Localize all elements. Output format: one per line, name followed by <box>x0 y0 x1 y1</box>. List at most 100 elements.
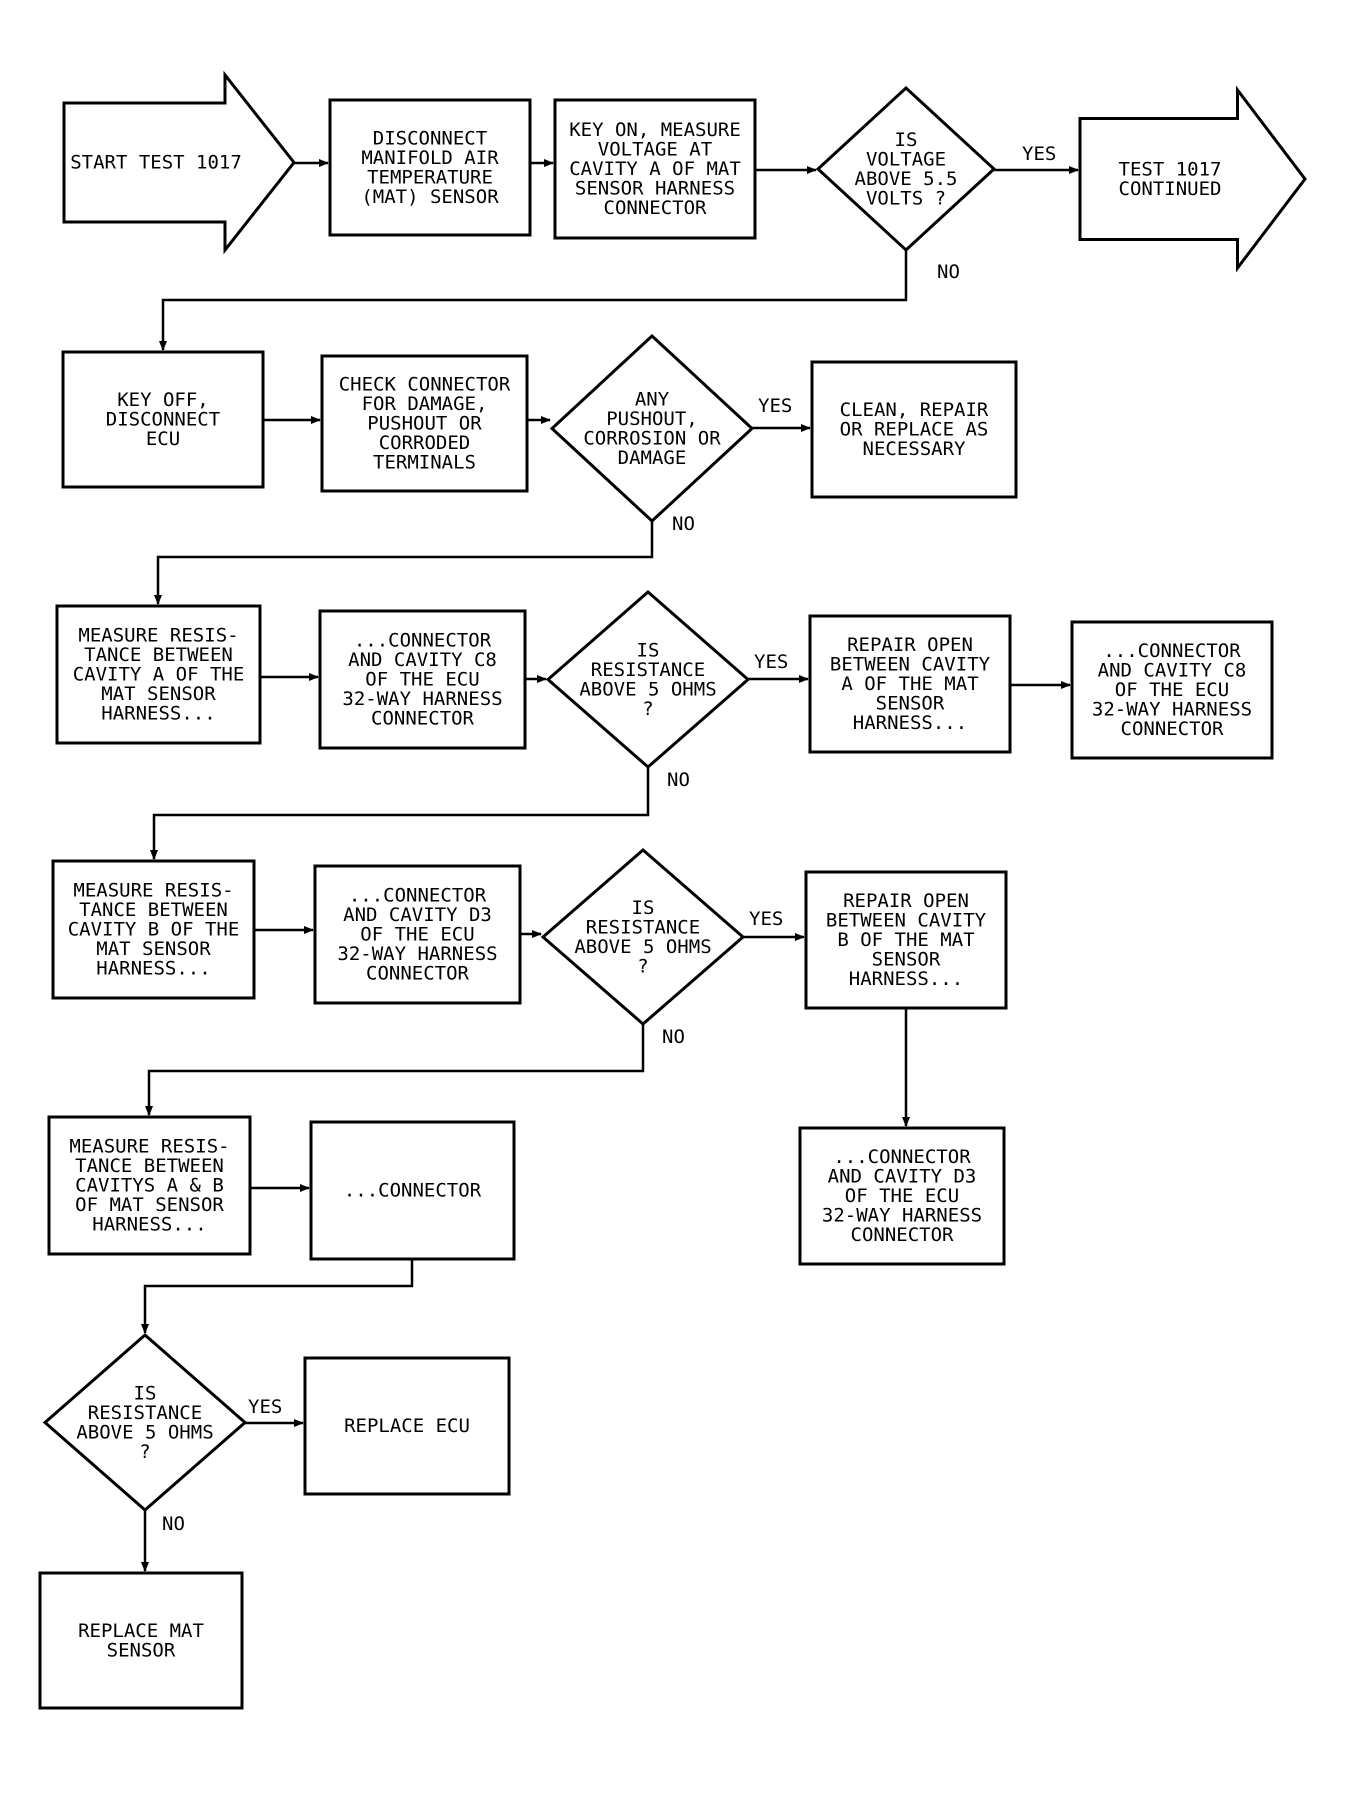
repair-b-box <box>804 870 1008 1010</box>
continued-text-line: CONTINUED <box>1119 178 1222 200</box>
connector-arrow <box>159 250 908 351</box>
pushout-q-text-line: PUSHOUT, <box>606 408 698 430</box>
edge-label-no: NO <box>162 1513 185 1535</box>
repair-b-cont-text-line: ...CONNECTOR <box>833 1146 971 1168</box>
measure-ab-text-line: MEASURE RESIS- <box>69 1136 229 1158</box>
replace-ecu-text-line: REPLACE ECU <box>344 1415 470 1437</box>
measure-b-text-line: CAVITY B OF THE <box>68 919 240 941</box>
edge-label-no: NO <box>937 261 960 283</box>
edge-label-no: NO <box>667 769 690 791</box>
resist-q3-text-line: RESISTANCE <box>88 1402 202 1424</box>
voltage-q-text-line: VOLTS ? <box>866 187 946 209</box>
disconnect-mat-text-line: TEMPERATURE <box>367 166 493 188</box>
connector-d3-text-line: ...CONNECTOR <box>349 885 487 907</box>
edge-label-yes: YES <box>758 395 792 417</box>
connector-arrow <box>141 1259 414 1334</box>
repair-b-text-line: B OF THE MAT <box>837 929 974 951</box>
resist-q1-text-line: RESISTANCE <box>591 659 705 681</box>
resist-q3-text-line: ? <box>139 1441 150 1463</box>
replace-mat-box <box>38 1571 244 1710</box>
key-on-text-line: SENSOR HARNESS <box>575 178 735 200</box>
repair-b-text-line: HARNESS... <box>849 968 963 990</box>
resist-q1-text-line: IS <box>637 639 660 661</box>
connector-d3-text-line: AND CAVITY D3 <box>343 904 492 926</box>
check-connector-text-line: FOR DAMAGE, <box>362 393 488 415</box>
key-on-text-line: CAVITY A OF MAT <box>569 158 741 180</box>
connector-c8-text-line: AND CAVITY C8 <box>348 649 497 671</box>
disconnect-mat-text-line: DISCONNECT <box>373 127 487 149</box>
continued-text-line: TEST 1017 <box>1119 158 1222 180</box>
repair-a-cont-text-line: 32-WAY HARNESS <box>1092 699 1252 721</box>
key-off-text-line: DISCONNECT <box>106 409 220 431</box>
connector-c8-text-line: CONNECTOR <box>371 708 475 730</box>
voltage-q-text-line: IS <box>895 129 918 151</box>
edge-label-no: NO <box>662 1026 685 1048</box>
key-off-text-line: ECU <box>146 428 180 450</box>
continued-arrow-shape <box>1078 85 1307 273</box>
replace-mat-text-line: SENSOR <box>107 1639 176 1661</box>
voltage-q-text-line: VOLTAGE <box>866 148 946 170</box>
connector-d3-text-line: 32-WAY HARNESS <box>337 943 497 965</box>
start-text-line: START TEST 1017 <box>70 152 242 174</box>
measure-b-text-line: MEASURE RESIS- <box>73 880 233 902</box>
connector-plain-text-line: ...CONNECTOR <box>344 1180 482 1202</box>
edge-label-yes: YES <box>754 651 788 673</box>
pushout-q-text-line: ANY <box>635 388 670 410</box>
repair-a-cont-text-line: ...CONNECTOR <box>1103 640 1241 662</box>
measure-a-text-line: TANCE BETWEEN <box>84 644 233 666</box>
key-on-text-line: CONNECTOR <box>604 197 708 219</box>
disconnect-mat-text-line: (MAT) SENSOR <box>361 186 499 208</box>
resist-q3-text-line: ABOVE 5 OHMS <box>76 1421 213 1443</box>
repair-a-cont-box <box>1070 620 1274 760</box>
clean-repair-box <box>810 360 1018 499</box>
pushout-q-text-line: DAMAGE <box>618 447 687 469</box>
key-on-text-line: KEY ON, MEASURE <box>569 119 741 141</box>
check-connector-text-line: CHECK CONNECTOR <box>339 374 511 396</box>
measure-ab-box <box>47 1115 252 1256</box>
check-connector-text-line: CORRODED <box>379 432 471 454</box>
repair-b-text-line: SENSOR <box>872 949 941 971</box>
edge-label-no: NO <box>672 513 695 535</box>
measure-b-text-line: TANCE BETWEEN <box>79 899 228 921</box>
repair-a-text-line: BETWEEN CAVITY <box>830 654 991 676</box>
replace-ecu-box <box>303 1356 511 1496</box>
repair-a-text-line: SENSOR <box>876 693 945 715</box>
resist-q2-text-line: RESISTANCE <box>586 916 700 938</box>
measure-a-text-line: MAT SENSOR <box>101 683 216 705</box>
measure-ab-text-line: OF MAT SENSOR <box>75 1194 224 1216</box>
measure-b-box <box>51 859 256 1000</box>
resist-q2-text-line: ? <box>637 955 648 977</box>
replace-mat-text-line: REPLACE MAT <box>78 1620 204 1642</box>
measure-a-text-line: HARNESS... <box>101 703 215 725</box>
connector-c8-text-line: ...CONNECTOR <box>354 630 492 652</box>
repair-a-text-line: HARNESS... <box>853 712 967 734</box>
repair-b-text-line: BETWEEN CAVITY <box>826 910 987 932</box>
disconnect-mat-text-line: MANIFOLD AIR <box>361 147 499 169</box>
repair-a-cont-text-line: CONNECTOR <box>1121 718 1225 740</box>
repair-a-text-line: A OF THE MAT <box>841 673 978 695</box>
connector-arrow <box>154 521 654 605</box>
resist-q1-text-line: ABOVE 5 OHMS <box>579 678 716 700</box>
repair-a-text-line: REPAIR OPEN <box>847 634 973 656</box>
connector-c8-box <box>318 609 527 750</box>
measure-a-text-line: CAVITY A OF THE <box>73 664 245 686</box>
connector-arrow <box>150 767 650 860</box>
connector-d3-text-line: OF THE ECU <box>360 924 474 946</box>
resist-q1-text-line: ? <box>642 698 653 720</box>
clean-repair-text-line: OR REPLACE AS <box>840 419 989 441</box>
voltage-q-text-line: ABOVE 5.5 <box>855 168 958 190</box>
measure-ab-text-line: HARNESS... <box>92 1214 206 1236</box>
edge-label-yes: YES <box>1022 143 1056 165</box>
measure-b-text-line: HARNESS... <box>96 958 210 980</box>
repair-b-cont-box <box>798 1126 1006 1266</box>
repair-b-cont-text-line: CONNECTOR <box>851 1224 955 1246</box>
pushout-q-text-line: CORROSION OR <box>583 427 721 449</box>
connector-arrow <box>145 1024 645 1116</box>
resist-q3-text-line: IS <box>134 1382 157 1404</box>
key-on-text-line: VOLTAGE AT <box>598 139 712 161</box>
repair-a-cont-text-line: OF THE ECU <box>1115 679 1229 701</box>
repair-a-cont-text-line: AND CAVITY C8 <box>1098 660 1247 682</box>
repair-b-cont-text-line: AND CAVITY D3 <box>828 1166 977 1188</box>
measure-a-text-line: MEASURE RESIS- <box>78 625 238 647</box>
